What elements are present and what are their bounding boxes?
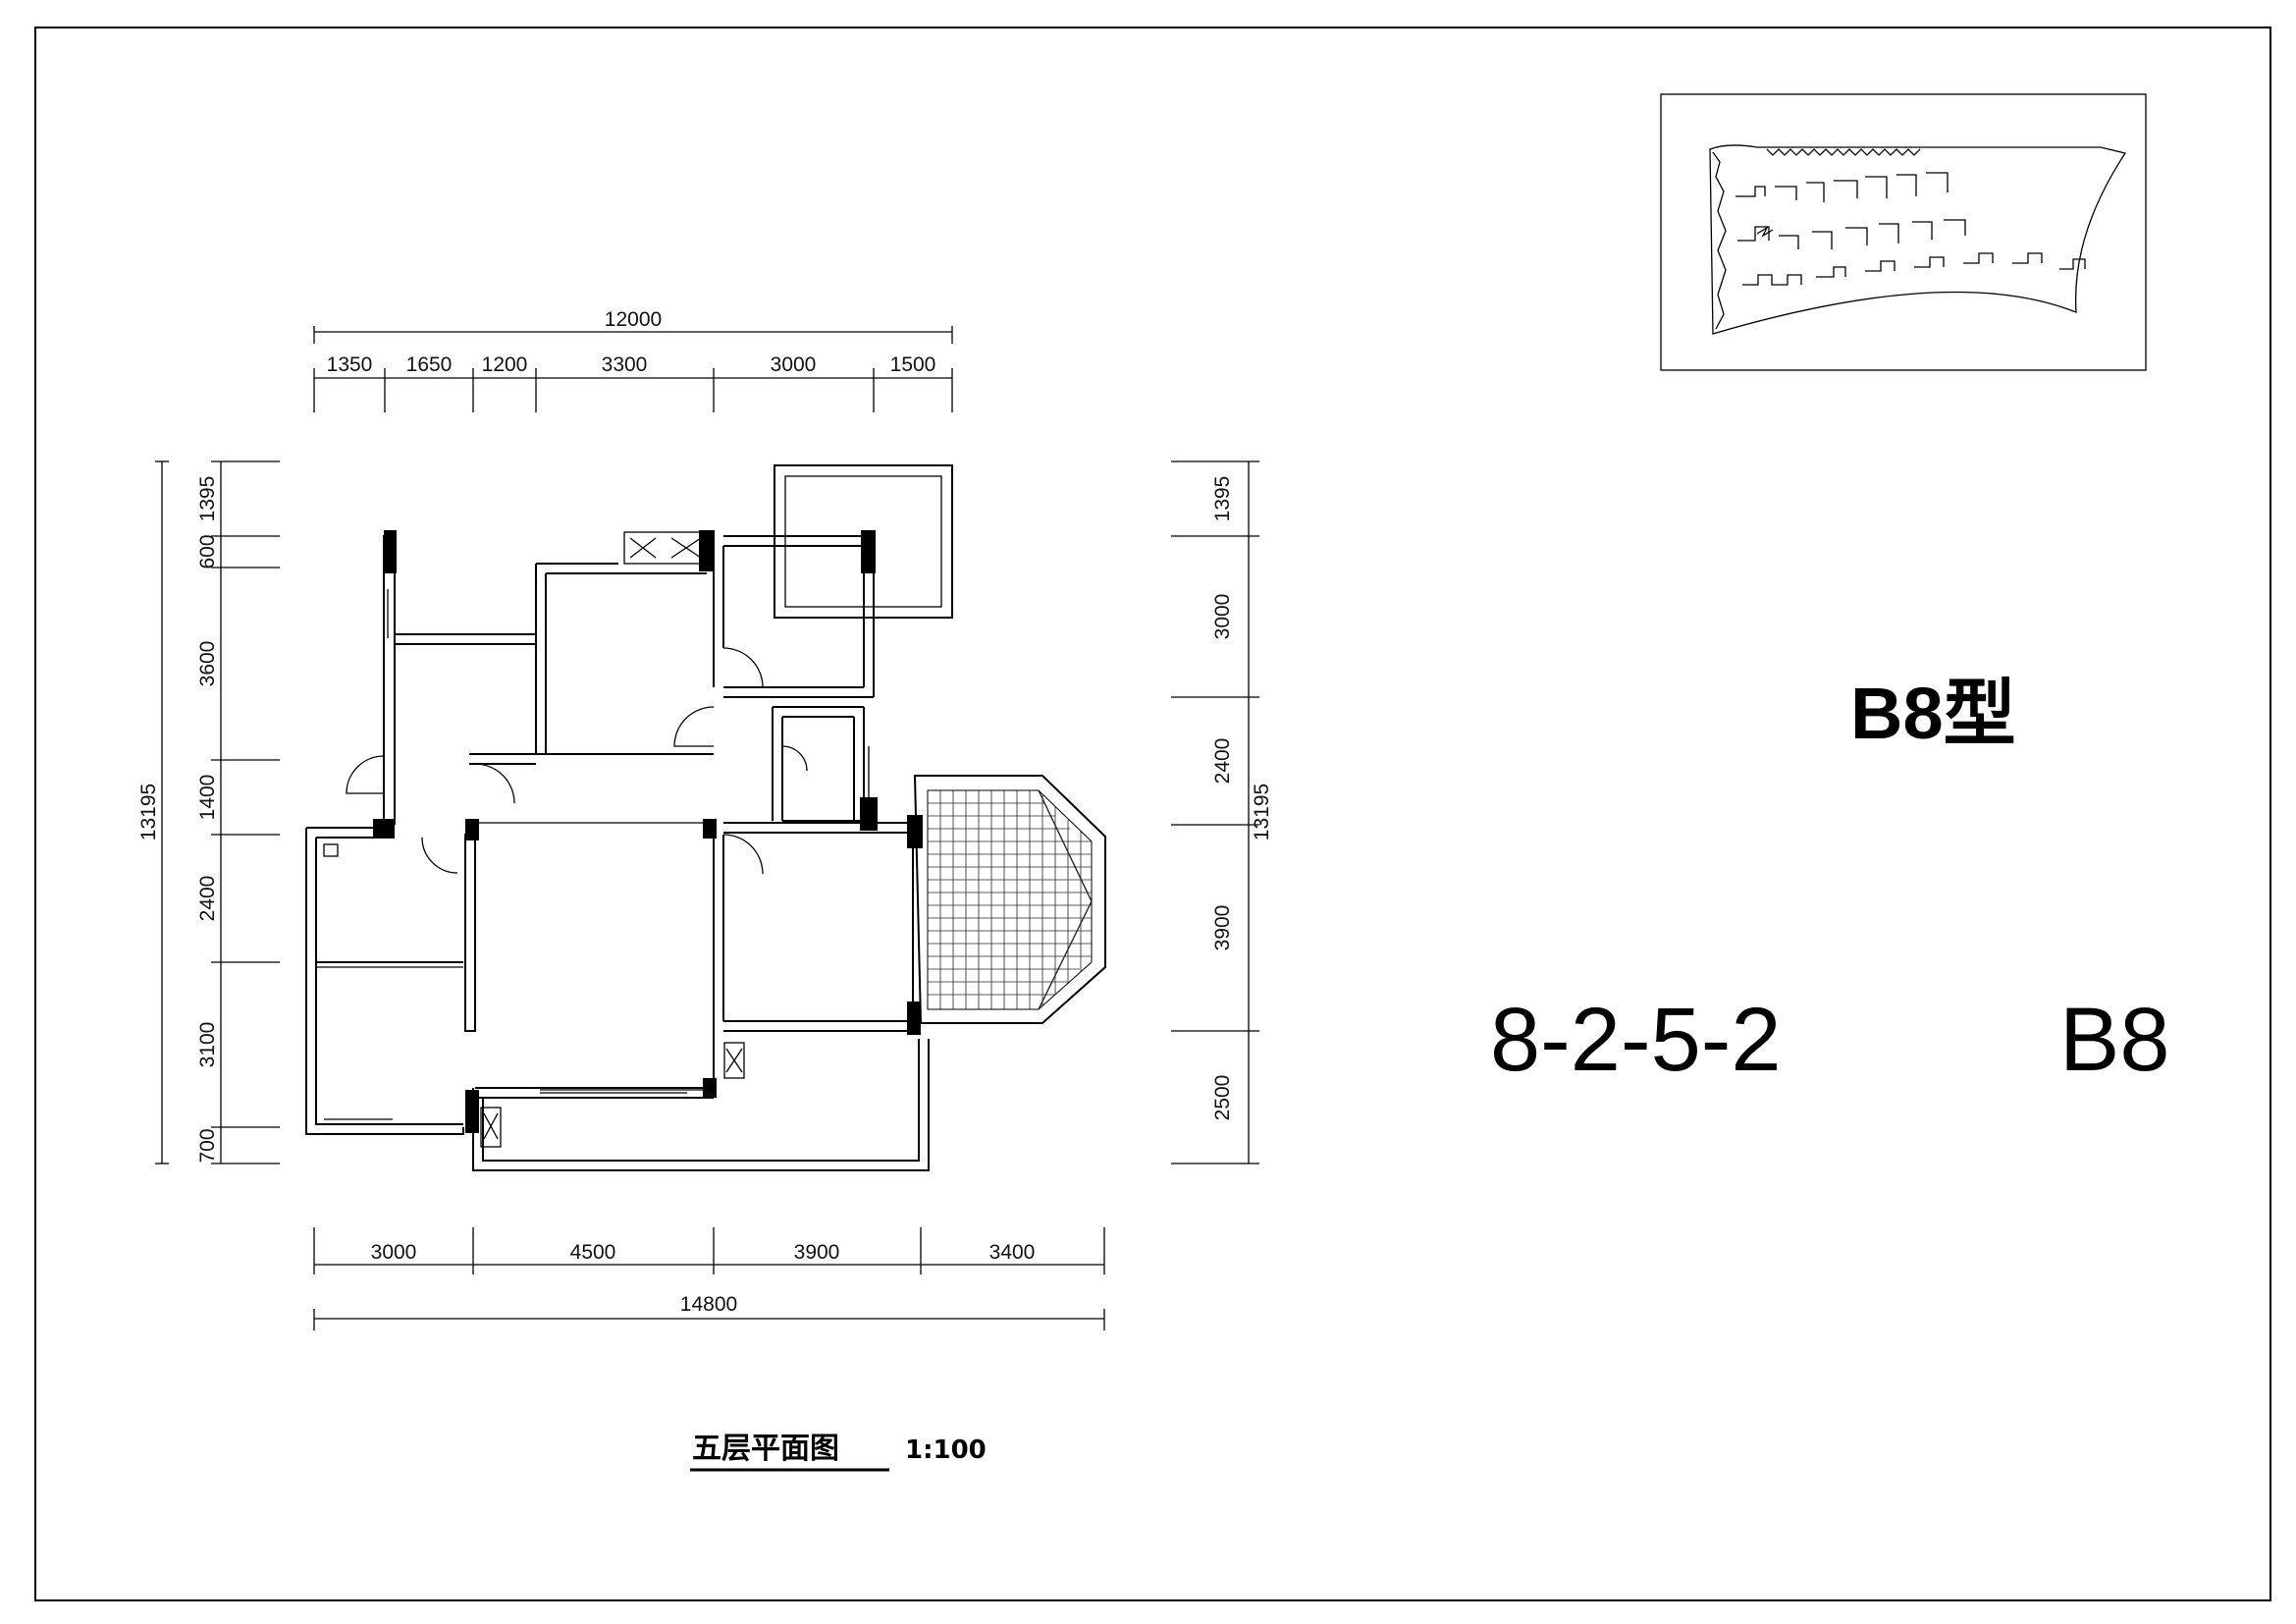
- dim-bottom-seg-1: 3000: [371, 1241, 417, 1264]
- dim-right-seg-1: 1395: [1211, 476, 1234, 522]
- floor-plan: [305, 464, 1106, 1171]
- top-dimension-chain: 12000 1350 1650 1200 3300 3000 1500: [313, 308, 953, 412]
- dim-right-seg-2: 3000: [1211, 594, 1234, 640]
- plan-caption: 五层平面图: [692, 1432, 839, 1466]
- dim-top-total: 12000: [605, 308, 662, 331]
- dim-top-seg-1: 1350: [327, 353, 373, 376]
- dim-top-seg-6: 1500: [890, 353, 936, 376]
- unit-type: B8: [2059, 990, 2170, 1090]
- dim-left-seg-6: 3100: [196, 1022, 219, 1068]
- dim-bottom-seg-3: 3900: [794, 1241, 840, 1264]
- dim-left-seg-3: 3600: [196, 641, 219, 687]
- dim-right-total: 13195: [1251, 784, 1273, 840]
- dim-left-seg-2: 600: [196, 534, 219, 568]
- site-key-plan: [1660, 93, 2147, 371]
- bay-window-roof: [913, 775, 1106, 1024]
- dim-left-total: 13195: [137, 784, 160, 840]
- dim-left-seg-4: 1400: [196, 775, 219, 821]
- dim-bottom-seg-4: 3400: [989, 1241, 1036, 1264]
- unit-code: 8-2-5-2: [1490, 990, 1782, 1090]
- dim-top-seg-5: 3000: [771, 353, 817, 376]
- dim-top-seg-4: 3300: [602, 353, 648, 376]
- dim-top-seg-3: 1200: [482, 353, 528, 376]
- sheet-border: [34, 27, 2271, 1601]
- dim-bottom-total: 14800: [680, 1293, 737, 1316]
- right-dimension-chain: 1395 3000 2400 3900 2500 13195: [1171, 460, 1273, 1164]
- type-title: B8型: [1850, 673, 2016, 754]
- dim-left-seg-5: 2400: [196, 876, 219, 922]
- dim-right-seg-5: 2500: [1211, 1075, 1234, 1121]
- dim-top-seg-2: 1650: [406, 353, 453, 376]
- dim-right-seg-4: 3900: [1211, 905, 1234, 951]
- left-dimension-chain: 13195 1395 600 3600 1400 2400 3100 700: [137, 460, 280, 1164]
- dim-left-seg-1: 1395: [196, 476, 219, 522]
- bottom-dimension-chain: 3000 4500 3900 3400 14800: [313, 1227, 1105, 1330]
- dim-bottom-seg-2: 4500: [570, 1241, 616, 1264]
- plan-scale: 1:100: [905, 1435, 987, 1465]
- dim-right-seg-3: 2400: [1211, 738, 1234, 785]
- dim-left-seg-7: 700: [196, 1128, 219, 1163]
